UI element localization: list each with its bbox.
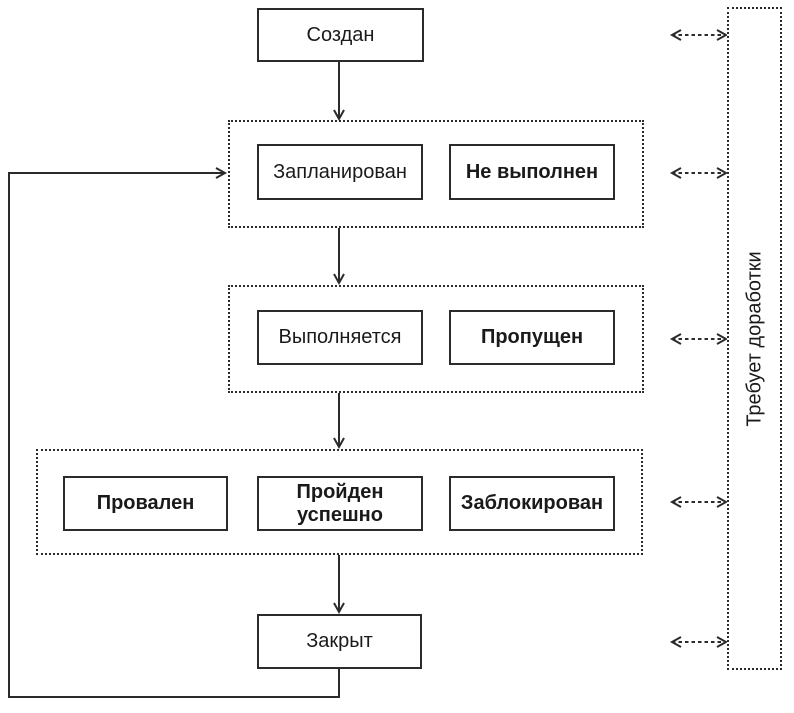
node-in-progress: Выполняется — [257, 310, 423, 365]
rework-panel: Требует доработки — [727, 7, 782, 670]
node-created-label: Создан — [306, 23, 375, 46]
node-closed: Закрыт — [257, 614, 422, 669]
node-closed-label: Закрыт — [306, 630, 373, 653]
node-skipped: Пропущен — [449, 310, 615, 365]
node-passed-label: Пройден успешно — [296, 481, 384, 526]
node-created: Создан — [257, 8, 424, 62]
node-failed-label: Провален — [96, 492, 195, 515]
node-planned: Запланирован — [257, 144, 423, 200]
node-blocked-label: Заблокирован — [460, 492, 604, 515]
node-failed: Провален — [63, 476, 228, 531]
node-not-executed: Не выполнен — [449, 144, 615, 200]
node-skipped-label: Пропущен — [480, 326, 584, 349]
node-blocked: Заблокирован — [449, 476, 615, 531]
node-planned-label: Запланирован — [273, 160, 407, 183]
node-in-progress-label: Выполняется — [278, 326, 402, 349]
node-not-executed-label: Не выполнен — [465, 160, 599, 183]
node-passed: Пройден успешно — [257, 476, 423, 531]
rework-panel-label: Требует доработки — [743, 250, 765, 427]
